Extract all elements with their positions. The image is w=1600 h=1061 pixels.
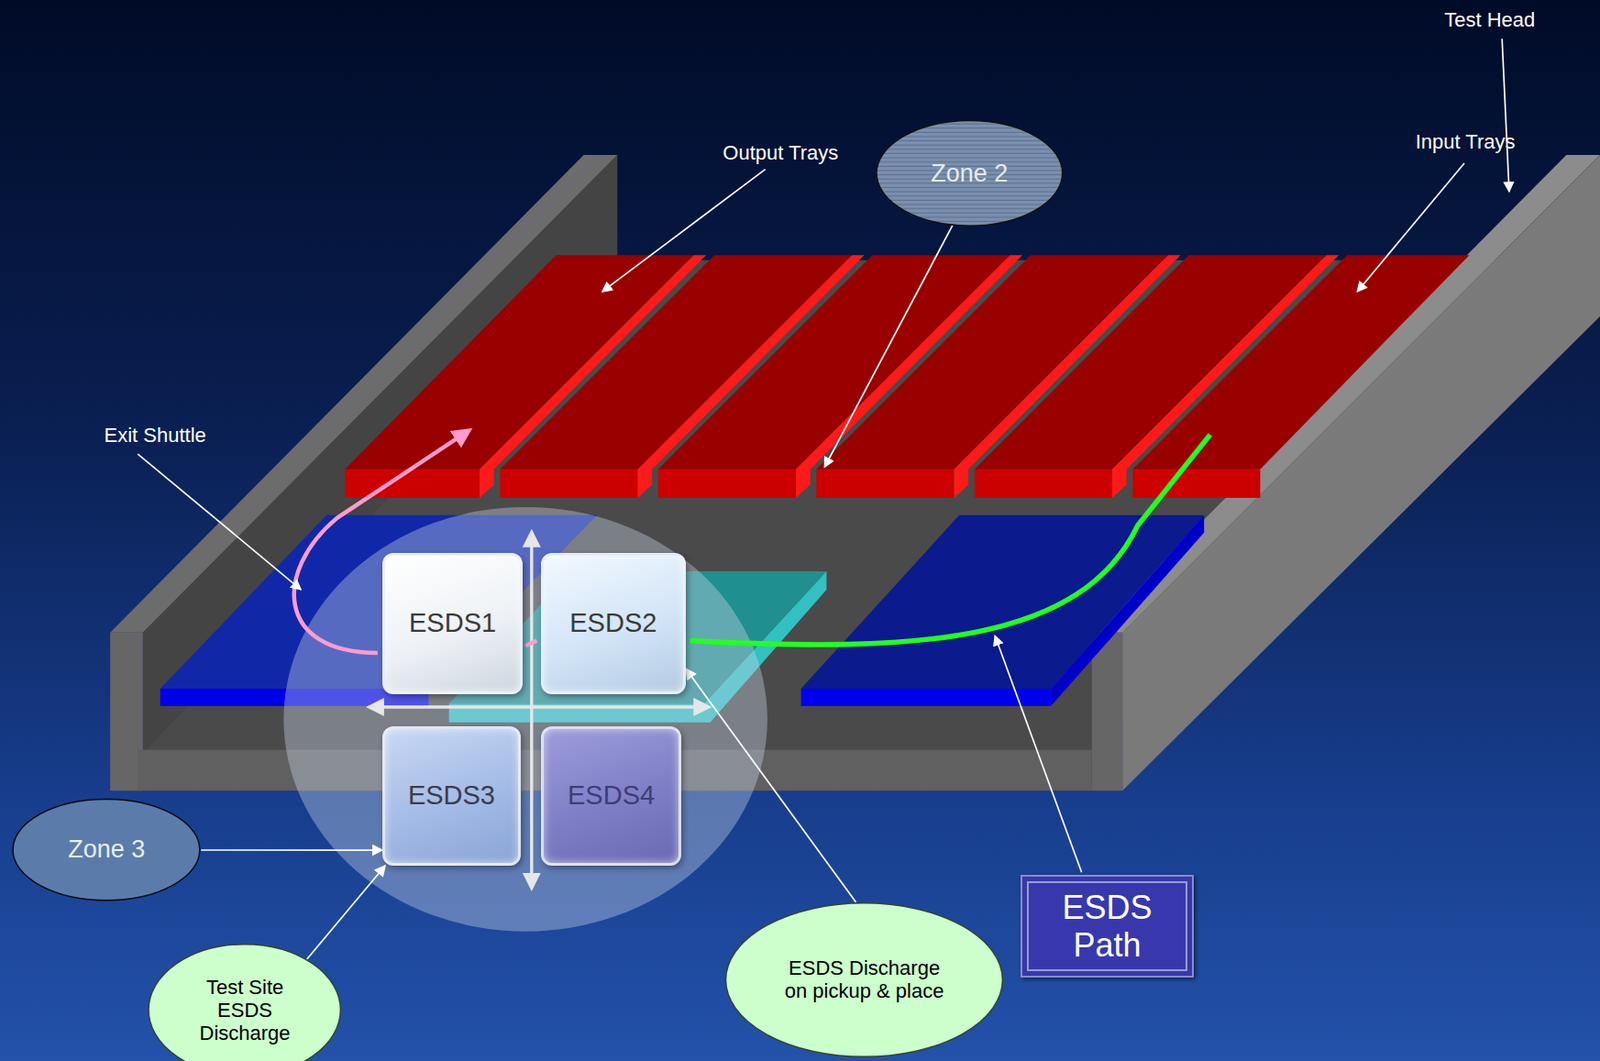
tray-front: [499, 469, 638, 498]
callout-ellipse: Test Site ESDS Discharge: [147, 943, 342, 1061]
esds-path-line: [689, 434, 1211, 645]
motion-arrow: [529, 532, 533, 888]
leader-line: [824, 222, 954, 468]
tray-divider: [795, 254, 1023, 498]
zone-3-circle: [283, 507, 768, 932]
part-label: Output Trays: [722, 141, 839, 165]
exit-path: [525, 640, 537, 647]
node-text: Zone 2: [930, 159, 1008, 188]
tray-front: [344, 469, 480, 498]
tray-divider: [954, 254, 1181, 498]
leader-arrow: [685, 668, 857, 903]
node-text: ESDS1: [408, 607, 497, 639]
right-wall-front: [1092, 632, 1123, 791]
part-label: Exit Shuttle: [104, 424, 207, 448]
tray-front: [658, 469, 796, 498]
right-wall-side: [1122, 154, 1600, 791]
node-text: ESDS2: [569, 607, 657, 639]
ellipse-shape: [12, 799, 200, 901]
tray-divider: [1112, 254, 1339, 498]
path-legend-box: ESDS Path: [1020, 874, 1194, 978]
esds-square: ESDS3: [382, 726, 520, 865]
motion-arrow: [369, 705, 708, 708]
tray-row: [344, 254, 1469, 498]
node-text: ESDS Path: [1042, 888, 1171, 965]
leader-arrow: [200, 849, 383, 851]
esds-square: ESDS2: [540, 552, 686, 695]
leader-line: [137, 453, 301, 590]
input-shuttle-plate: [801, 515, 1205, 689]
ellipse-shape: [876, 121, 1063, 227]
callout-ellipse: ESDS Discharge on pickup & place: [724, 902, 1005, 1058]
zone-ellipse: Zone 3: [11, 798, 201, 901]
node-text: Test Site ESDS Discharge: [189, 975, 300, 1046]
zone-ellipse: Zone 2: [875, 120, 1064, 227]
esds-square: ESDS4: [540, 726, 683, 865]
leader-arrow: [307, 865, 387, 960]
tray-front: [1132, 469, 1260, 498]
input-shuttle-front: [801, 688, 1052, 707]
tray-divider: [479, 254, 707, 498]
ellipse-shape: [148, 944, 341, 1061]
node-text: ESDS3: [408, 780, 496, 811]
esds-square: ESDS1: [382, 552, 522, 695]
part-label: Test Head: [1444, 9, 1535, 33]
node-text: ESDS Discharge on pickup & place: [779, 956, 949, 1004]
node-text: Zone 3: [67, 835, 145, 864]
leader-line: [602, 169, 766, 292]
tray-front: [974, 469, 1113, 498]
ellipse-shape: [726, 903, 1004, 1057]
leader-line: [1357, 163, 1465, 292]
node-text: ESDS4: [567, 780, 655, 811]
tray-divider: [638, 254, 865, 498]
part-label: Input Trays: [1415, 130, 1516, 154]
leader-line: [994, 635, 1082, 872]
leader-line: [1501, 38, 1510, 192]
tray-front: [816, 469, 954, 498]
